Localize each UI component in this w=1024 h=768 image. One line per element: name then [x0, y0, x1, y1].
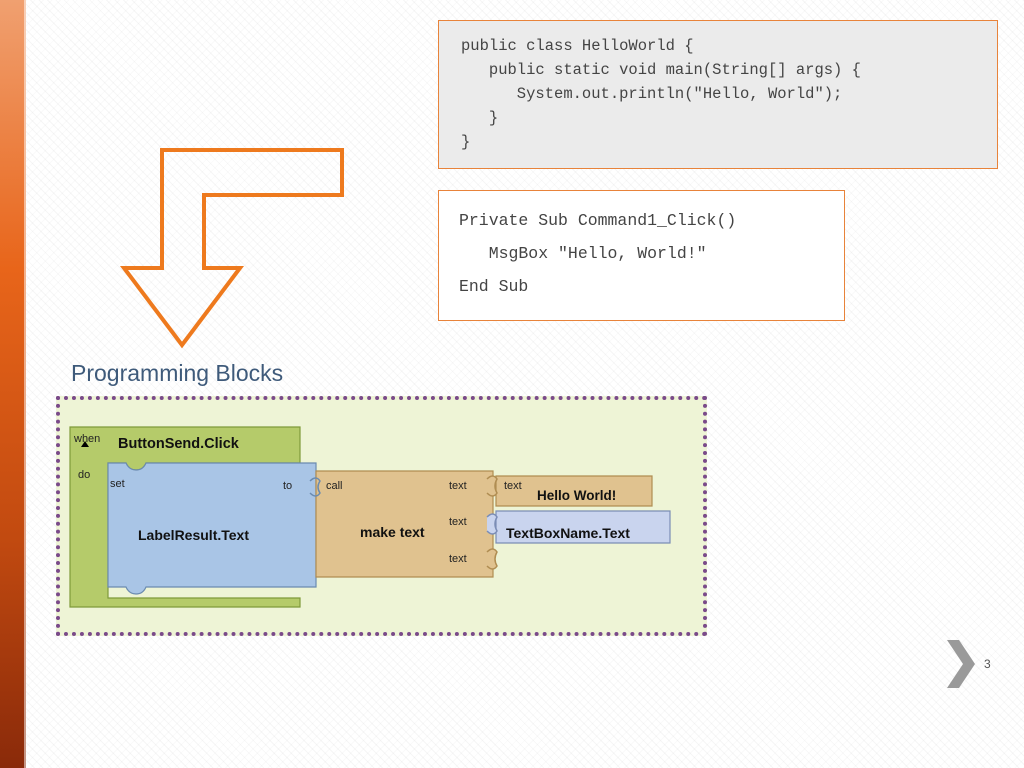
textbox-value: TextBoxName.Text	[506, 525, 630, 541]
code-line: System.out.println("Hello, World");	[461, 85, 843, 103]
section-title: Programming Blocks	[71, 360, 284, 386]
blocks-graphic	[69, 426, 671, 608]
code-line: End Sub	[459, 277, 529, 296]
text-socket-label: text	[449, 516, 467, 528]
blocks-panel: when ButtonSend.Click do set LabelResult…	[56, 396, 707, 636]
code-line: }	[461, 109, 499, 127]
vb-code-box: Private Sub Command1_Click() MsgBox "Hel…	[438, 190, 845, 321]
when-label: when	[74, 433, 101, 445]
event-name: ButtonSend.Click	[118, 436, 239, 452]
left-accent-bar	[0, 0, 26, 768]
code-line: }	[461, 133, 471, 151]
make-text-label: make text	[360, 524, 425, 540]
page-number: 3	[984, 657, 991, 671]
to-label: to	[283, 480, 293, 492]
do-label: do	[78, 469, 91, 481]
code-line: public class HelloWorld {	[461, 37, 694, 55]
text-socket-label: text	[449, 480, 467, 492]
text-block-label: text	[504, 480, 522, 492]
code-line: Private Sub Command1_Click()	[459, 211, 737, 230]
code-line: public static void main(String[] args) {	[461, 61, 861, 79]
code-line: MsgBox "Hello, World!"	[459, 244, 707, 263]
set-label: set	[110, 478, 125, 490]
java-code-box: public class HelloWorld { public static …	[438, 20, 998, 169]
call-label: call	[326, 480, 343, 492]
set-target: LabelResult.Text	[138, 527, 249, 543]
orange-outline-arrow-icon	[119, 148, 344, 349]
chevron-right-icon[interactable]	[943, 638, 977, 690]
text-socket-label: text	[449, 553, 467, 565]
triangle-up-icon	[81, 441, 89, 447]
string-value: Hello World!	[537, 488, 617, 503]
